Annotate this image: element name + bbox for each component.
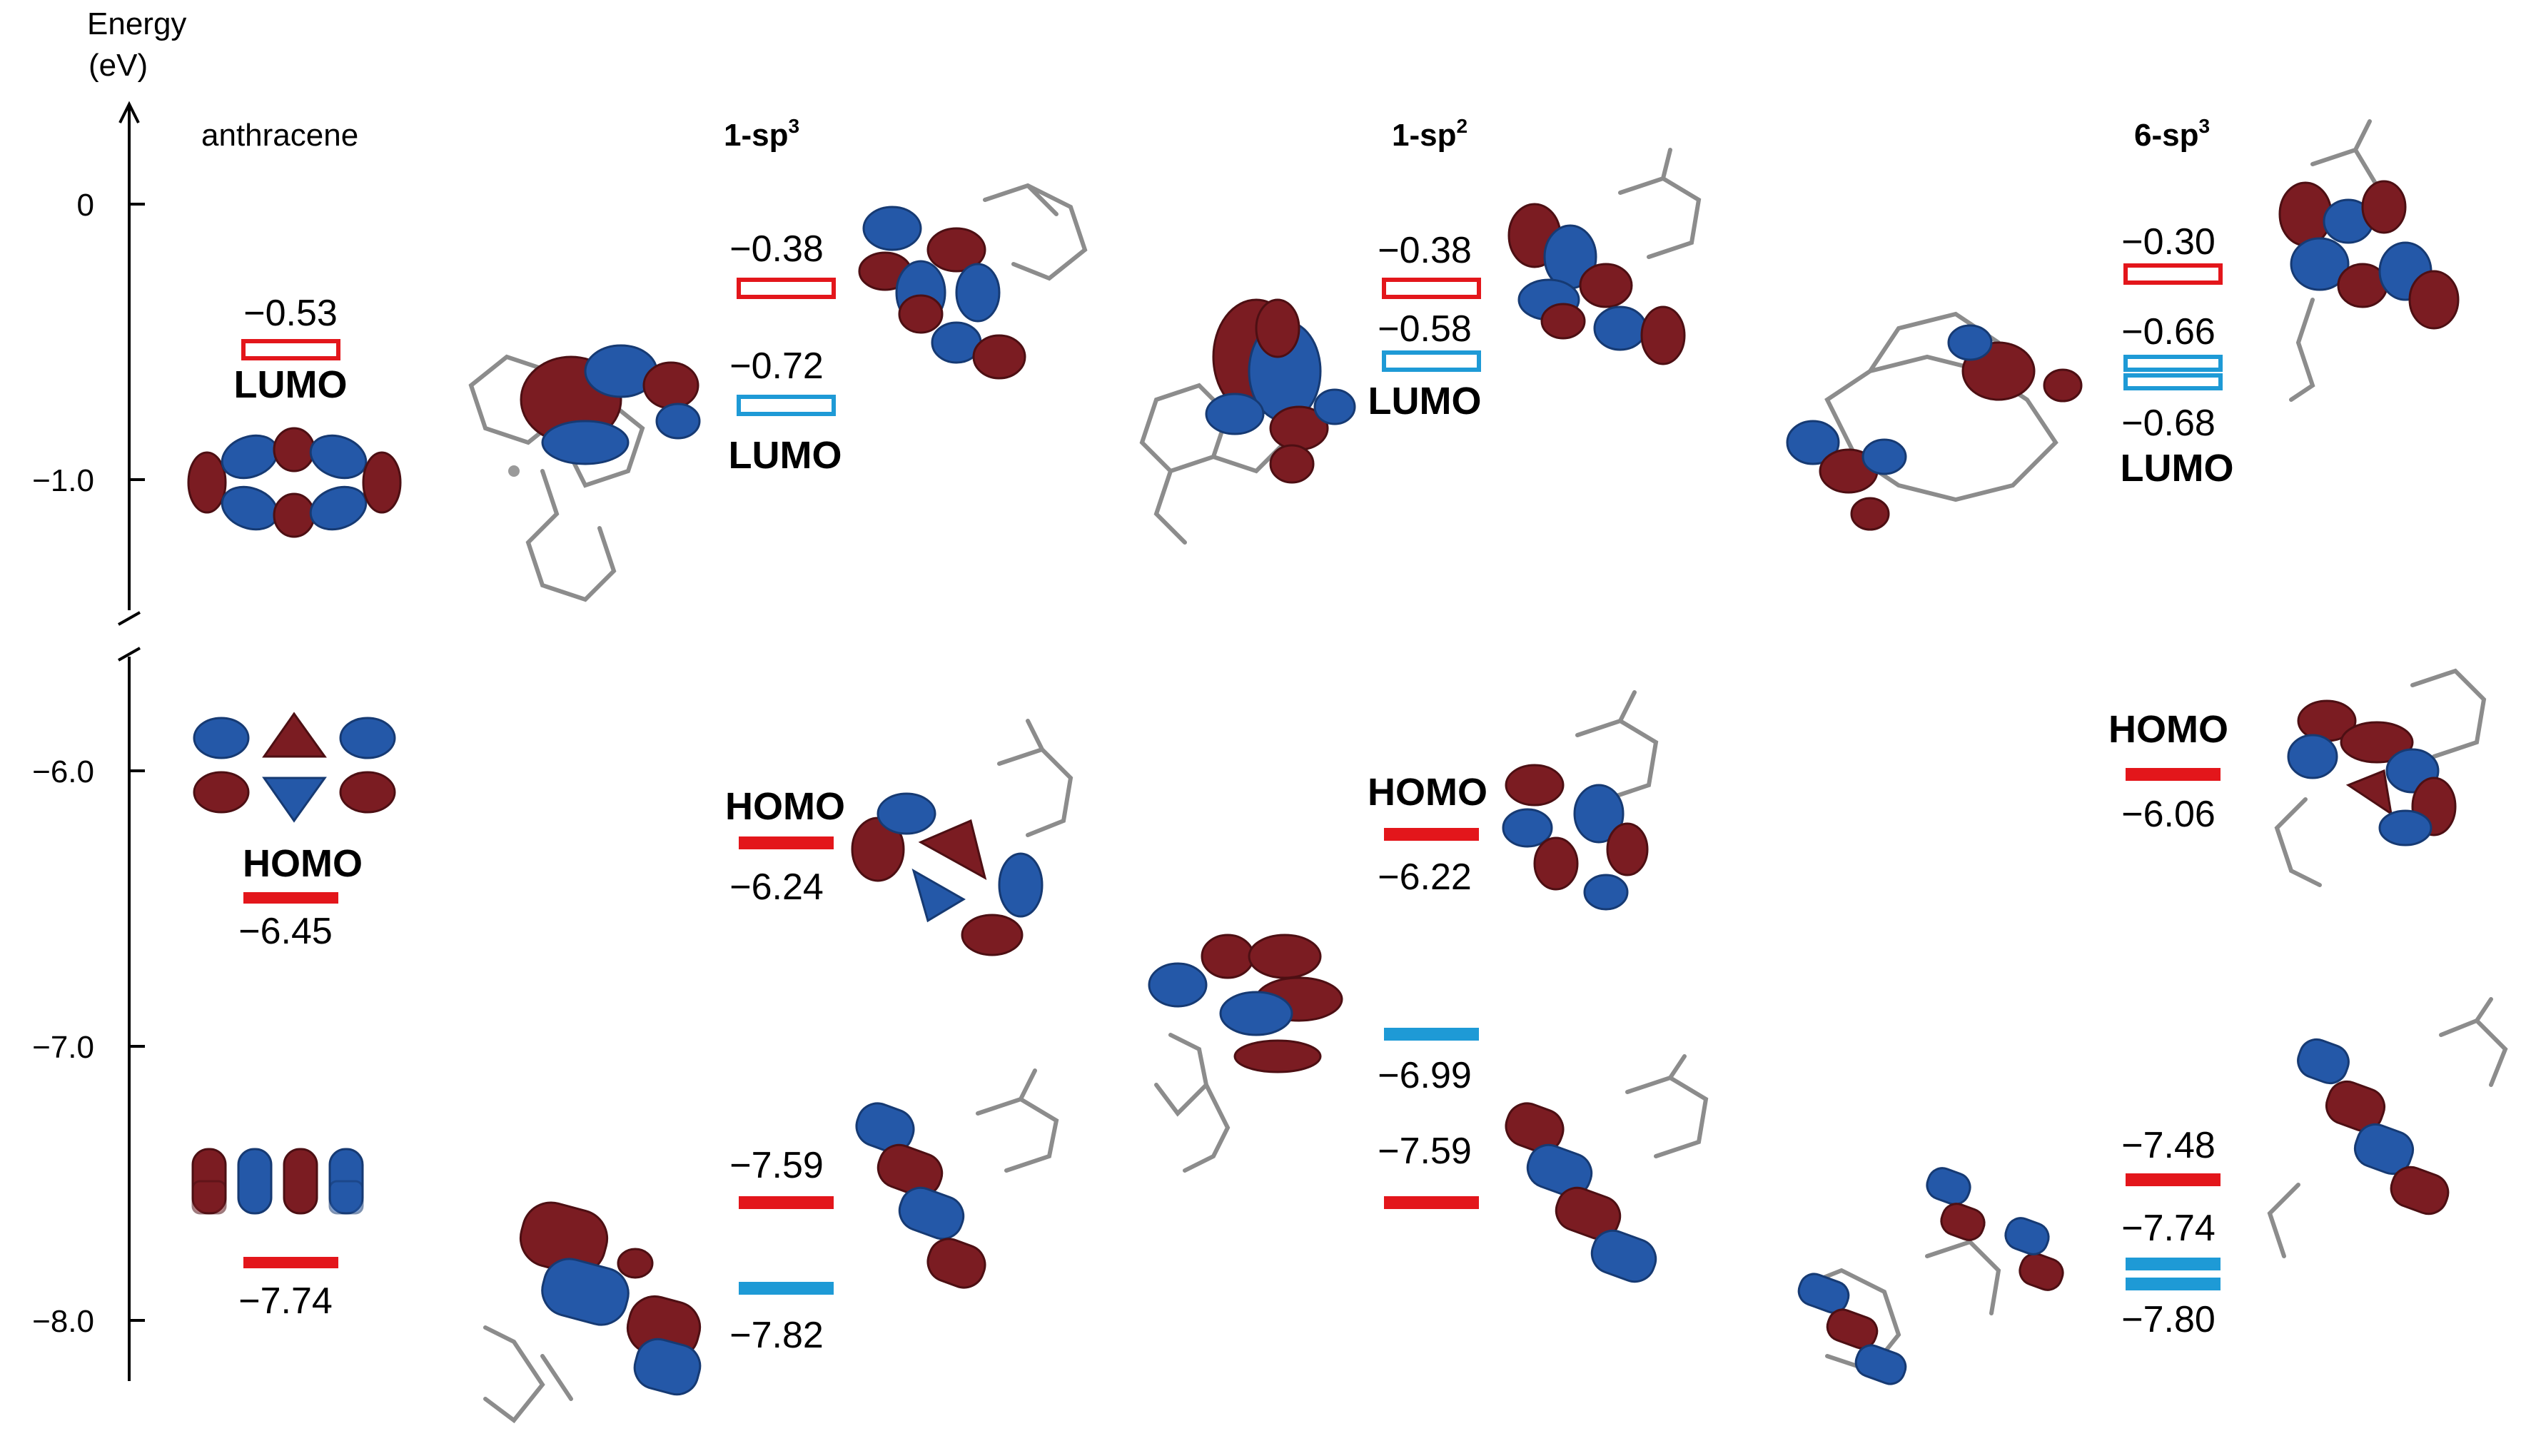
level-value: −6.99	[1378, 1055, 1472, 1096]
homo-level-bar	[2126, 768, 2221, 781]
lumo-level-bar	[2126, 375, 2221, 388]
lumo-level-bar	[739, 397, 834, 414]
homo-label: HOMO	[243, 842, 363, 885]
level-value: −0.72	[729, 345, 824, 387]
level-value: −7.82	[729, 1315, 824, 1356]
column-title-6-sp3: 6-sp3	[2134, 115, 2210, 153]
level-value: −0.38	[729, 228, 824, 270]
orbital-anthracene-homo	[194, 714, 395, 821]
level-bar	[2126, 1258, 2221, 1270]
lumo-label: LUMO	[1368, 380, 1482, 423]
homo-label: HOMO	[725, 785, 845, 828]
level-value: −7.80	[2121, 1299, 2216, 1340]
homo-level-bar	[243, 892, 338, 904]
tick-label: 0	[77, 188, 94, 223]
orbital-1-sp3-upper-right	[859, 186, 1085, 378]
column-anthracene: −0.53 LUMO HOMO −6.45	[188, 293, 400, 1322]
orbital-6-sp3-low-right	[2270, 999, 2505, 1256]
homo-label: HOMO	[2108, 708, 2228, 751]
level-bar	[2126, 1173, 2221, 1186]
level-value: −6.24	[729, 866, 824, 908]
orbital-anthracene-low	[193, 1149, 363, 1213]
level-bar	[2126, 1278, 2221, 1290]
level-value: −0.30	[2121, 221, 2216, 263]
orbital-6-sp3-homo	[2277, 671, 2484, 885]
level-value: −7.74	[238, 1280, 333, 1322]
column-title-sup: 3	[2198, 115, 2210, 137]
column-title-base: 1-sp	[724, 118, 788, 153]
lumo-label: LUMO	[2121, 447, 2234, 490]
level-value: −7.59	[1378, 1131, 1472, 1172]
lumo-label: LUMO	[729, 434, 842, 477]
orbital-1-sp3-low-left	[485, 1196, 706, 1420]
orbital-anthracene-lumo	[188, 428, 400, 537]
orbital-1-sp3-lumo-plus	[471, 345, 699, 600]
orbital-1-sp2-low	[1500, 1056, 1706, 1288]
column-title-base: 1-sp	[1392, 118, 1456, 153]
level-bar	[739, 1282, 834, 1295]
tick-label: −8.0	[32, 1304, 94, 1339]
tick-label: −1.0	[32, 463, 94, 498]
axis-label-unit: (eV)	[89, 48, 148, 83]
level-value: −6.06	[2121, 794, 2216, 835]
column-title-base: 6-sp	[2134, 118, 2198, 153]
column-title-1-sp3: 1-sp3	[724, 115, 799, 153]
homo-label: HOMO	[1368, 771, 1487, 814]
level-value: −7.74	[2121, 1208, 2216, 1249]
level-value: −0.66	[2121, 311, 2216, 353]
level-bar	[243, 1257, 338, 1268]
level-bar	[1384, 1196, 1479, 1209]
column-title-sup: 2	[1456, 115, 1467, 137]
orbital-1-sp3-homo	[852, 721, 1071, 955]
axis-label: Energy	[87, 6, 186, 41]
level-value: −7.59	[729, 1145, 824, 1186]
level-bar-open	[2126, 357, 2221, 370]
level-value: −0.68	[2121, 403, 2216, 444]
level-value: −6.45	[238, 911, 333, 952]
level-value: −0.38	[1378, 230, 1472, 271]
level-bar-open	[1384, 280, 1479, 297]
column-1-sp2: −0.38 −0.58 LUMO HOMO −6.22	[1142, 150, 1706, 1288]
tick-label: −6.0	[32, 754, 94, 789]
level-bar-open	[739, 280, 834, 297]
tick-label: −7.0	[32, 1030, 94, 1065]
column-title-sup: 3	[788, 115, 799, 137]
homo-level-bar	[1384, 828, 1479, 841]
orbital-6-sp3-lumo-plus	[1787, 314, 2081, 530]
orbital-1-sp2-homo	[1503, 692, 1656, 909]
orbital-1-sp3-low-right	[851, 1071, 1056, 1293]
level-value: −7.48	[2121, 1125, 2216, 1166]
axis-break-mark	[118, 612, 140, 625]
level-value: −0.58	[1378, 308, 1472, 350]
orbital-1-sp2-blue-mid	[1149, 935, 1342, 1171]
column-headings: anthracene 1-sp3 1-sp2 6-sp3	[201, 115, 2210, 153]
level-bar-open	[2126, 266, 2221, 283]
level-value: −0.53	[243, 293, 338, 334]
level-bar	[1384, 1028, 1479, 1041]
orbital-1-sp2-lumo-plus	[1142, 300, 1355, 542]
orbital-1-sp2-upper-right	[1509, 150, 1699, 364]
orbital-6-sp3-low-left	[1795, 1164, 2067, 1388]
lumo-level-bar	[1384, 353, 1479, 370]
column-1-sp3: −0.38 −0.72 LUMO HOMO −6	[471, 186, 1085, 1420]
column-6-sp3: −0.30 −0.66 −0.68 LUMO HOMO	[1787, 121, 2505, 1388]
level-bar	[739, 1196, 834, 1209]
level-value: −6.22	[1378, 856, 1472, 898]
lumo-level-bar	[243, 341, 338, 358]
column-title-1-sp2: 1-sp2	[1392, 115, 1467, 153]
column-title-anthracene: anthracene	[201, 118, 358, 153]
orbital-6-sp3-upper-right	[2280, 121, 2458, 400]
lumo-label: LUMO	[234, 363, 348, 406]
energy-axis: 0 −1.0 −6.0 −7.0 −8.0 Energy (eV)	[32, 6, 186, 1381]
homo-level-bar	[739, 836, 834, 849]
